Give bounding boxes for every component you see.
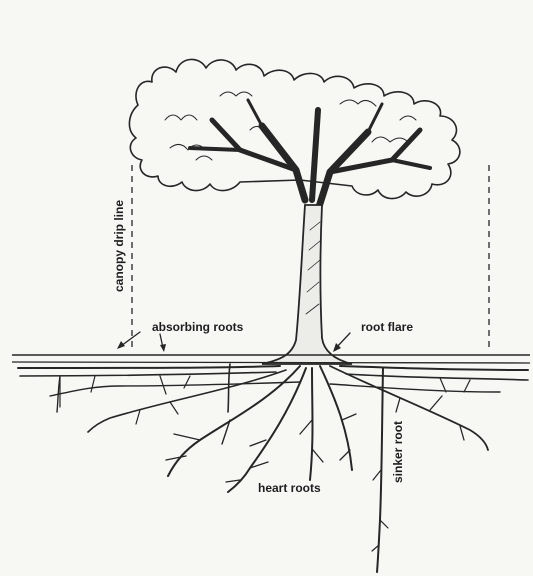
sinker-root-label: sinker root	[391, 421, 405, 483]
absorbing-roots-label: absorbing roots	[152, 320, 244, 334]
canopy-drip-line-label: canopy drip line	[112, 200, 126, 292]
heart-roots-label: heart roots	[258, 481, 321, 495]
root-flare-label: root flare	[361, 320, 413, 334]
